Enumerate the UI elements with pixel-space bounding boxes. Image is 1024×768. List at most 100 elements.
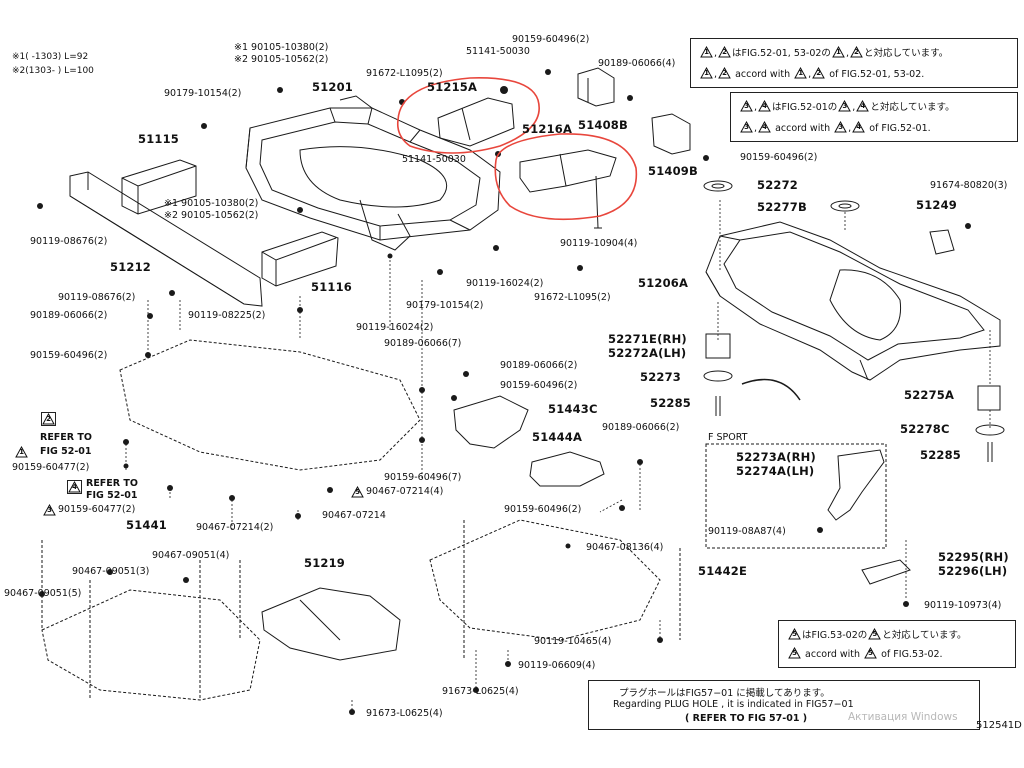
fastener-label: 51141-50030 (402, 154, 466, 165)
windows-activation-watermark: Активация Windows (848, 711, 958, 723)
part-51444A: 51444A (532, 430, 583, 444)
triangle-icon: 5 (351, 486, 364, 498)
fastener-label: 90119-08225(2) (188, 310, 266, 321)
note-mark: ※1 (12, 52, 26, 62)
part-51441: 51441 (126, 518, 168, 532)
fastener-label: 90179-10154(2) (406, 300, 484, 311)
note-mark: ※2 (12, 66, 26, 76)
fastener-label: 90467-08136(4) (586, 542, 664, 553)
ref-marker-2[interactable]: 2 (40, 412, 57, 427)
fastener-label: 90189-06066(2) (30, 310, 108, 321)
fastener-label: 90119-06609(4) (518, 660, 596, 671)
plug-hole-note-en: Regarding PLUG HOLE , it is indicated in… (613, 699, 854, 710)
part-52278C: 52278C (900, 422, 950, 436)
bracket-51408B-drawing (577, 67, 615, 107)
part-51201: 51201 (312, 80, 354, 94)
highlight-annotations (396, 77, 638, 221)
fastener-label: ※2 90105-10562(2) (234, 54, 329, 65)
part-51216A: 51216A (522, 122, 573, 136)
bracket-51215A-drawing (437, 97, 515, 147)
header-note-1: ※1( -1303) L=92 (12, 52, 88, 63)
part-52295: 52295(RH) (938, 550, 1009, 564)
ref-marker-3[interactable]: 3 (42, 504, 57, 517)
bracket-51443C-drawing (453, 395, 529, 449)
fastener-label: 90159-60477(2) (12, 462, 90, 473)
fastener-label: 90467-07214 (322, 510, 386, 521)
part-52277B: 52277B (757, 200, 807, 214)
fastener-label: 90467-07214(4) (366, 486, 444, 497)
fastener-label: 90467-09051(4) (152, 550, 230, 561)
note-line-en: 5 accord with 5 of FIG.53-02. (787, 647, 943, 660)
triangle-icon: 2 (41, 412, 56, 426)
fastener-label: 91672-L1095(2) (534, 292, 611, 303)
header-note-2: ※2(1303- ) L=100 (12, 66, 94, 77)
highlight-circle-lower (494, 133, 638, 221)
fastener-label: 90179-10154(2) (164, 88, 242, 99)
fastener-label: 90119-16024(2) (466, 278, 544, 289)
ref-text: REFER TO (86, 478, 138, 489)
part-51409B: 51409B (648, 164, 698, 178)
fastener-label: 90159-60496(2) (504, 504, 582, 515)
triangle-icon: 3 (43, 504, 56, 516)
fastener-label: 90159-60496(2) (30, 350, 108, 361)
part-52275A: 52275A (904, 388, 955, 402)
part-51212: 51212 (110, 260, 152, 274)
brace-52273A-drawing (827, 449, 885, 521)
mount-51444A-drawing (529, 451, 605, 487)
fastener-label: 51141-50030 (466, 46, 530, 57)
fastener-label: 91673-L0625(4) (366, 708, 443, 719)
part-52272: 52272 (757, 178, 799, 192)
ref-marker-5[interactable]: 5 (350, 486, 365, 499)
fsport-box-drawing (705, 443, 887, 549)
block-51116-drawing (261, 231, 339, 287)
fastener-label: 90189-06066(2) (602, 422, 680, 433)
part-51219: 51219 (304, 556, 346, 570)
rear-under-cover-drawing (429, 519, 661, 641)
fastener-label: 90119-08676(2) (58, 292, 136, 303)
fastener-label: 90119-16024(2) (356, 322, 434, 333)
note-text: ( -1303) L=92 (25, 52, 89, 62)
plug-hole-note-box: プラグホールはFIG57−01 に掲載してあります。 Regarding PLU… (588, 680, 980, 730)
fastener-label: 90467-09051(3) (72, 566, 150, 577)
ref-marker-4[interactable]: 4 (66, 480, 83, 495)
fastener-label: 90159-60496(2) (512, 34, 590, 45)
fastener-label: 91674-80820(3) (930, 180, 1008, 191)
triangle-icon: 1 (15, 446, 28, 458)
fastener-label: 90189-06066(7) (384, 338, 462, 349)
note-line-en: 3,4 accord with 3,4 of FIG.52-01. (739, 121, 931, 134)
front-subframe-drawing (245, 95, 501, 251)
fastener-label: 90467-07214(2) (196, 522, 274, 533)
figure-id: 512541D (976, 720, 1022, 731)
part-51215A: 51215A (427, 80, 478, 94)
note-text: (1303- ) L=100 (25, 66, 94, 76)
fastener-label: 91672-L1095(2) (366, 68, 443, 79)
fastener-label: 90119-08A87(4) (708, 526, 786, 537)
part-51116: 51116 (311, 280, 353, 294)
fastener-label: ※1 90105-10380(2) (164, 198, 259, 209)
bracket-51409B-drawing (651, 113, 691, 155)
bracket-52295-drawing (861, 559, 911, 585)
part-52273: 52273 (640, 370, 682, 384)
block-51115-drawing (121, 159, 197, 215)
fastener-label: 90159-60477(2) (58, 504, 136, 515)
part-51442E: 51442E (698, 564, 748, 578)
part-52274A: 52274A(LH) (736, 464, 815, 478)
part-51206A: 51206A (638, 276, 689, 290)
part-52272A: 52272A(LH) (608, 346, 687, 360)
under-cover-upper-drawing (119, 339, 421, 471)
note-line-en: 1,2 accord with 1,2 of FIG.52-01, 53-02. (699, 67, 924, 80)
ref-marker-1[interactable]: 1 (14, 446, 29, 459)
part-52273A: 52273A(RH) (736, 450, 816, 464)
part-51443C: 51443C (548, 402, 598, 416)
front-bar-drawing (69, 171, 263, 307)
rear-subframe-drawing (705, 221, 1001, 381)
ref-text: FIG 52-01 (86, 490, 138, 501)
ref-text: REFER TO (40, 432, 92, 443)
fastener-label: 90189-06066(2) (500, 360, 578, 371)
fastener-label: 90189-06066(4) (598, 58, 676, 69)
fsport-label: F SPORT (708, 432, 748, 443)
